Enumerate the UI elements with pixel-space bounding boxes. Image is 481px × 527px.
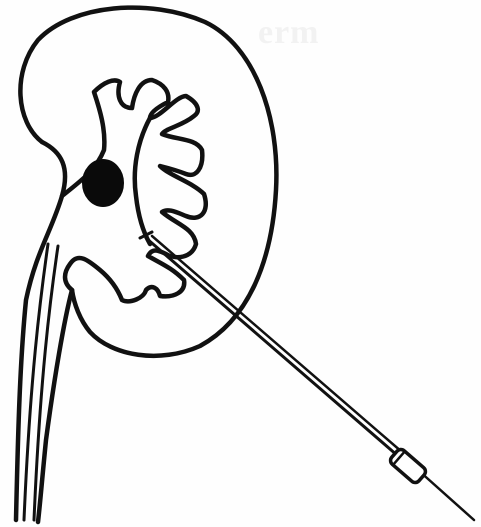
ureter-right-wall: [38, 290, 72, 522]
percutaneous-needle-inner: [152, 236, 402, 452]
kidney-outline: [20, 8, 276, 356]
pelvis-inner-wall: [135, 118, 150, 244]
ureter-left-wall: [16, 142, 65, 520]
kidney-stone: [83, 160, 123, 206]
needle-hub: [389, 447, 428, 484]
percutaneous-needle: [146, 238, 398, 456]
guidewire: [418, 470, 474, 520]
